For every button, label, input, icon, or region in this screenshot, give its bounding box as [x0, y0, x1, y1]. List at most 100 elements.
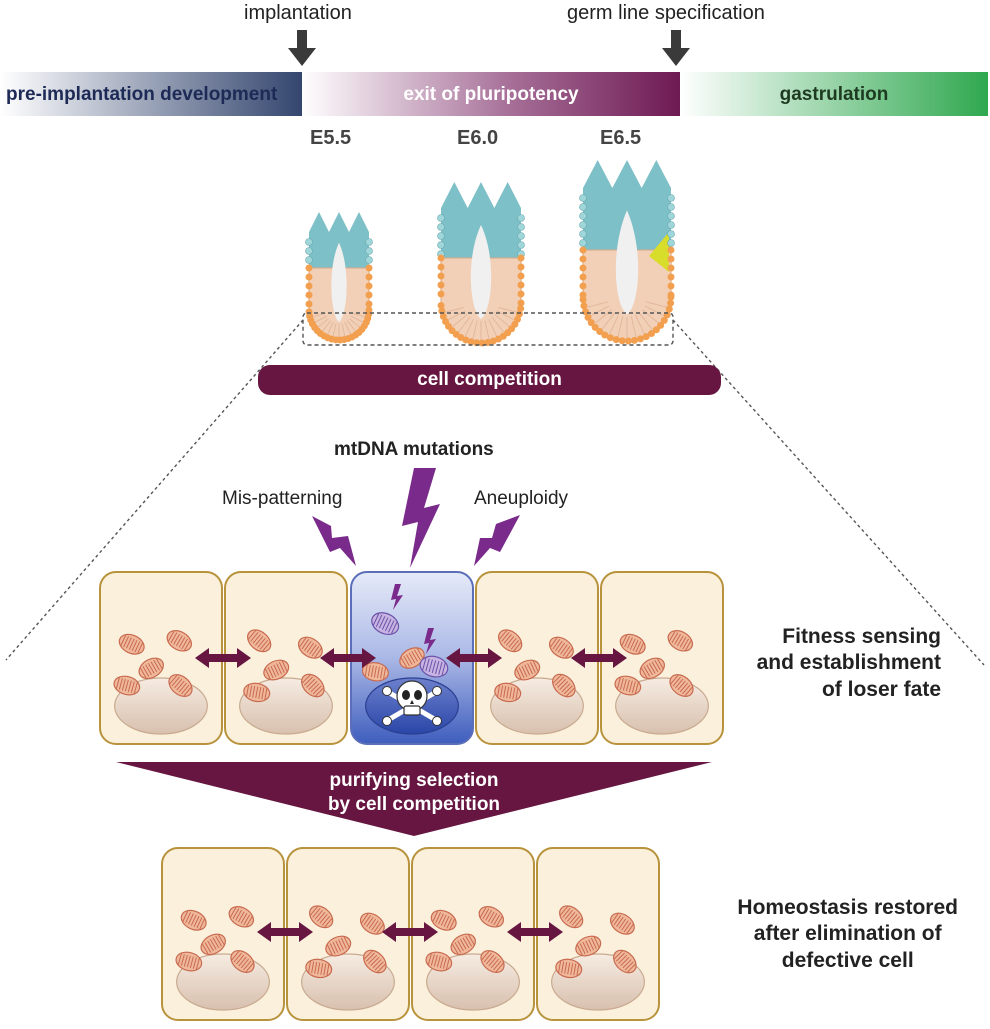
mitochondrion-icon	[325, 935, 352, 957]
cell-row-fitness-sensing	[99, 571, 724, 745]
proamniotic-cavity	[615, 210, 639, 315]
cell-competition-label: cell competition	[417, 369, 562, 390]
mitochondrion-icon	[228, 906, 255, 928]
extraembryonic-ectoderm	[441, 182, 521, 258]
mtdna-mutations-label: mtDNA mutations	[334, 439, 494, 460]
timeline-bar	[0, 72, 988, 116]
mito-damage-icon	[424, 628, 436, 654]
fitness-sensing-line-2: and establishment	[756, 651, 941, 675]
embryo-e5-5	[305, 212, 373, 344]
interaction-double-arrow-icon	[507, 922, 563, 942]
mitochondrion-icon	[667, 630, 694, 652]
purifying-selection-label: purifying selection by cell competition	[116, 769, 712, 817]
mitochondrion-icon	[552, 673, 576, 698]
extraembryonic-ectoderm	[309, 212, 369, 268]
mitochondrion-icon	[575, 935, 602, 957]
mitochondrion-icon	[230, 950, 255, 973]
mitochondrion-icon	[168, 674, 193, 697]
implantation-label: implantation	[244, 2, 352, 24]
fitness-sensing-label: Fitness sensing and establishment of los…	[757, 624, 941, 703]
mito-damage-icon	[391, 584, 403, 610]
mitochondrion-icon	[399, 647, 425, 669]
fitness-sensing-line-1: Fitness sensing	[782, 625, 941, 648]
stage-label-e5-5: E5.5	[310, 127, 352, 149]
mitochondrion-icon	[180, 909, 207, 931]
healthy-cell	[475, 571, 599, 745]
mitochondrion-icon	[243, 682, 271, 703]
interaction-double-arrow-icon	[195, 648, 251, 668]
purifying-selection-line-2: by cell competition	[327, 793, 501, 815]
mitochondrion-icon	[297, 636, 323, 659]
visceral-endoderm	[437, 214, 525, 347]
exit-of-pluripotency-label: exit of pluripotency	[403, 84, 579, 105]
mitochondrion-icon	[263, 659, 290, 681]
purifying-selection-line-1: purifying selection	[329, 770, 499, 791]
interaction-double-arrow-icon	[446, 648, 502, 668]
healthy-cell	[224, 571, 348, 745]
mitochondrion-icon	[419, 655, 449, 678]
interaction-double-arrow-icon	[382, 922, 438, 942]
mis-patterning-label: Mis-patterning	[222, 488, 343, 509]
mitochondrion-icon	[118, 633, 145, 655]
mitochondrion-icon	[614, 675, 642, 696]
cell-row-homeostasis	[161, 847, 660, 1021]
interaction-double-arrow-icon	[571, 648, 627, 668]
mitochondrion-icon	[359, 912, 385, 935]
embryo-series	[305, 160, 675, 347]
mitochondrion-icon	[309, 905, 334, 929]
proamniotic-cavity	[331, 242, 347, 322]
aneuploidy-label: Aneuploidy	[474, 488, 569, 509]
mitochondrion-icon	[609, 912, 635, 935]
extraembryonic-ectoderm	[583, 160, 671, 250]
stage-label-e6-0: E6.0	[457, 127, 499, 149]
zoom-box	[302, 312, 674, 346]
mitochondrion-icon	[138, 657, 164, 680]
lightning-mis-patterning-icon	[312, 516, 356, 566]
visceral-endoderm	[305, 238, 373, 344]
homeostasis-label: Homeostasis restored after elimination o…	[737, 895, 958, 974]
timeline-segment-gastrulation	[680, 72, 988, 116]
healthy-cell	[161, 847, 285, 1021]
mitochondrion-icon	[166, 630, 193, 652]
mitochondrion-icon	[498, 629, 523, 653]
mitochondrion-icon	[548, 636, 574, 659]
mitochondrion-icon	[425, 951, 453, 972]
mitochondrion-icon	[361, 662, 389, 682]
stage-label-e6-5: E6.5	[600, 127, 642, 149]
mitochondrion-icon	[480, 950, 505, 973]
interaction-double-arrow-icon	[257, 922, 313, 942]
healthy-cell	[99, 571, 223, 745]
embryo-e6-5	[579, 160, 675, 345]
skull-crossbones-icon	[382, 680, 442, 726]
interaction-double-arrow-icon	[320, 648, 376, 668]
lightning-mtdna-icon	[402, 468, 440, 568]
healthy-cell	[600, 571, 724, 745]
timeline-segment-exit-of-pluripotency	[302, 72, 680, 116]
gastrulation-label: gastrulation	[779, 84, 889, 105]
mitochondrion-icon	[639, 657, 665, 680]
mitochondrion-icon	[363, 949, 387, 974]
mitochondrion-icon	[669, 674, 694, 697]
mitochondrion-icon	[494, 682, 522, 703]
embryo-e6-0	[437, 182, 525, 347]
mitochondrion-icon	[450, 933, 476, 956]
mitochondrion-icon	[113, 675, 141, 696]
homeostasis-line-1: Homeostasis restored	[737, 896, 958, 919]
mitochondrion-icon	[430, 909, 457, 931]
fitness-sensing-line-3: of loser fate	[821, 677, 941, 701]
mitochondrion-icon	[200, 933, 226, 956]
lightning-aneuploidy-icon	[474, 515, 520, 566]
mitochondrion-icon	[555, 958, 583, 979]
visceral-endoderm	[579, 194, 675, 345]
primitive-streak	[649, 232, 669, 272]
mitochondrion-icon	[559, 905, 584, 929]
cell-competition-banner	[258, 365, 721, 395]
mitochondrion-icon	[247, 629, 272, 653]
loser-cell	[350, 571, 474, 745]
mitochondrion-icon	[301, 673, 325, 698]
mitochondrion-icon	[305, 958, 333, 979]
mitochondrion-icon	[514, 659, 541, 681]
healthy-cell	[536, 847, 660, 1021]
mitochondrion-icon	[478, 906, 505, 928]
homeostasis-line-2: after elimination of	[753, 922, 942, 946]
